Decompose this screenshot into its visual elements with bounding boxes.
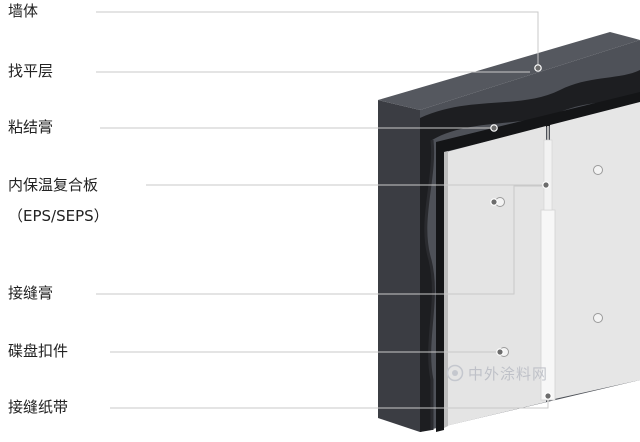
leader-dot-fastener-b xyxy=(496,348,504,356)
watermark-logo-icon xyxy=(446,364,464,382)
leader-dot-joint-tape xyxy=(544,392,552,400)
label-leveling-layer: 找平层 xyxy=(8,62,54,80)
disc-fastener xyxy=(593,313,603,323)
wall-front-face xyxy=(378,100,420,432)
composite-panel-left-edge xyxy=(444,151,448,428)
label-panel-material: （EPS/SEPS） xyxy=(8,207,109,225)
joint-compound xyxy=(543,139,553,211)
watermark-text: 中外涂料网 xyxy=(468,365,549,383)
label-composite-panel: 内保温复合板 xyxy=(8,176,99,194)
label-wall: 墙体 xyxy=(8,2,39,20)
composite-panel-left xyxy=(446,126,546,426)
leader-dot-wall xyxy=(534,64,542,72)
disc-fastener xyxy=(593,165,603,175)
label-disc-fastener: 碟盘扣件 xyxy=(8,342,69,360)
wall-top-face xyxy=(378,32,640,110)
leader-dot-fastener-a xyxy=(490,198,498,206)
label-joint-tape: 接缝纸带 xyxy=(8,398,69,416)
leader-wall xyxy=(96,11,539,68)
leader-joint-tape xyxy=(110,396,549,409)
leader-dot-leveling xyxy=(490,124,498,132)
leader-dot-composite-panel xyxy=(542,181,550,189)
label-joint-compound: 接缝膏 xyxy=(8,284,54,302)
label-adhesive: 粘结膏 xyxy=(8,118,54,136)
composite-panel-right xyxy=(550,102,640,400)
leader-joint-compound xyxy=(96,185,546,295)
